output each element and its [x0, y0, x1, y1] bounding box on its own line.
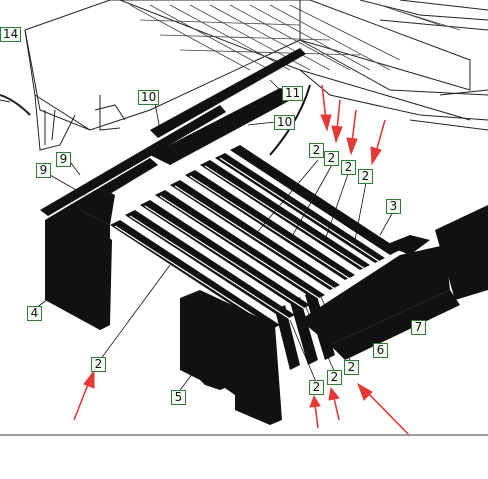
callout-2-front-b: 2 [327, 370, 342, 385]
direction-arrows [73, 84, 411, 437]
panel-row-4 [155, 190, 325, 300]
callout-2-c: 2 [341, 160, 356, 175]
strip-11 [150, 48, 306, 138]
callout-2-a: 2 [309, 143, 324, 158]
panel-row-1 [110, 220, 280, 330]
arrow-icon [357, 382, 411, 437]
upper-strips [40, 48, 311, 216]
callout-5: 5 [171, 390, 186, 405]
arrow-icon [346, 109, 358, 156]
strip-10b [150, 88, 300, 165]
callout-2-b: 2 [324, 151, 339, 166]
panel-row-6 [185, 170, 355, 280]
callout-10-right: 10 [274, 115, 296, 130]
arrow-icon [331, 99, 343, 144]
callout-9-upper: 9 [56, 152, 71, 167]
panel-row-7 [200, 160, 370, 270]
side-plates [45, 190, 282, 425]
callout-2-left: 2 [91, 357, 106, 372]
callout-10-left: 10 [138, 90, 160, 105]
callout-11: 11 [282, 86, 304, 101]
arrow-icon [309, 394, 321, 429]
callout-3: 3 [386, 199, 401, 214]
leader-lines [9, 29, 419, 394]
strip-10a [40, 105, 226, 216]
panel-7 [330, 290, 460, 360]
machine-frame [0, 0, 488, 151]
callout-9-lower: 9 [36, 163, 51, 178]
arrow-icon [320, 84, 332, 132]
arrow-icon [73, 369, 95, 421]
panel-row-8 [215, 153, 385, 263]
callout-2-d: 2 [358, 169, 373, 184]
callout-7: 7 [411, 320, 426, 335]
callout-14: 14 [0, 27, 22, 42]
right-panels [300, 205, 488, 360]
callout-6: 6 [373, 343, 388, 358]
callout-2-front-a: 2 [309, 380, 324, 395]
arrow-icon [328, 386, 340, 421]
panel-row-3 [140, 200, 310, 310]
callout-4: 4 [27, 306, 42, 321]
arrow-icon [370, 119, 386, 166]
callout-2-front-c: 2 [344, 360, 359, 375]
plate-5 [180, 290, 282, 425]
plate-4 [45, 205, 110, 330]
panel-6 [300, 245, 450, 345]
bottom-rule [0, 434, 488, 436]
panel-row-2 [125, 210, 295, 320]
grating [129, 4, 461, 71]
